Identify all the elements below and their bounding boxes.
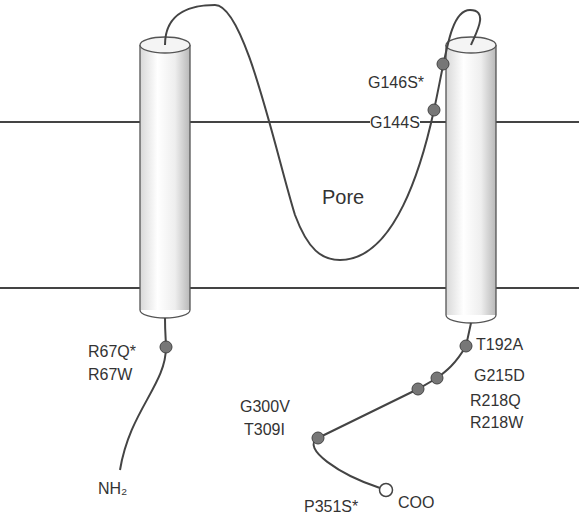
mutation-label: G300V: [240, 398, 290, 416]
region-label: Pore: [322, 186, 364, 208]
mutation-label: G146S*: [368, 74, 424, 92]
terminus-label: NH₂: [98, 480, 127, 498]
helix-cylinder: [446, 37, 496, 323]
mutation-label: G215D: [474, 367, 525, 385]
mutation-label: T192A: [476, 336, 523, 354]
mutation-label: G144S: [370, 114, 420, 132]
peptide-chain: [120, 318, 166, 470]
mutation-dot-open: [380, 484, 393, 497]
mutation-label: P351S*: [304, 498, 358, 516]
mutation-label: R218Q: [470, 392, 521, 410]
mutation-label: R67W: [88, 366, 132, 384]
mutation-dot: [160, 58, 472, 444]
mutation-label: T309I: [244, 421, 285, 439]
peptide-chain: [314, 323, 471, 488]
mutation-label: R67Q*: [88, 343, 136, 361]
peptide-chain: [165, 5, 480, 260]
helix-cylinder: [140, 37, 190, 318]
terminus-label: COO: [398, 494, 434, 512]
mutation-label: R218W: [470, 414, 523, 432]
